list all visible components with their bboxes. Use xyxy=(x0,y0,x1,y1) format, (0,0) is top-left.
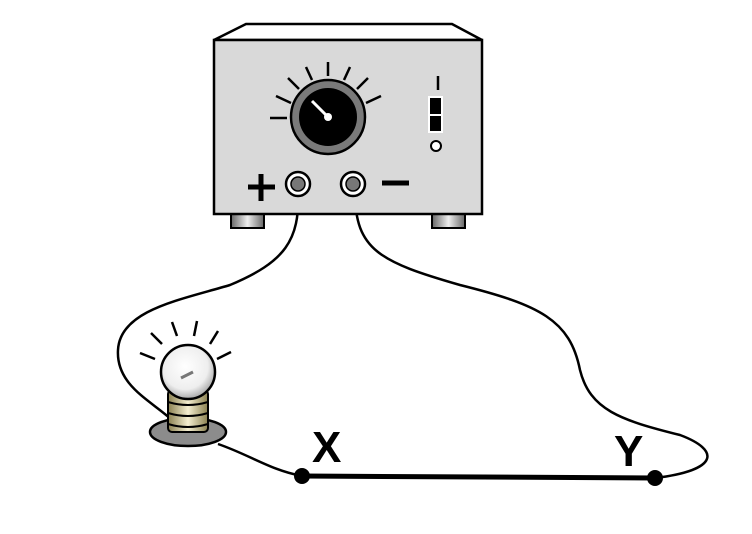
light-bulb xyxy=(139,320,232,448)
plus-sign xyxy=(248,174,275,201)
positive-terminal-core xyxy=(290,176,306,192)
negative-terminal-core xyxy=(345,176,361,192)
glow-rays-icon xyxy=(139,320,232,361)
switch-off-mark xyxy=(430,140,442,152)
point-x-label: X xyxy=(312,423,341,472)
point-x-dot[interactable] xyxy=(294,468,310,484)
knob-center xyxy=(324,113,332,121)
point-y-dot[interactable] xyxy=(647,470,663,486)
wire-positive xyxy=(116,191,300,421)
wire-negative xyxy=(353,191,709,480)
knob-pointer xyxy=(310,99,328,117)
filament xyxy=(180,370,194,380)
switch-upper xyxy=(430,98,441,114)
point-y-label: Y xyxy=(614,427,643,476)
switch-lower xyxy=(430,116,441,131)
dial-ticks xyxy=(270,62,382,120)
wire-bulb-to-x xyxy=(217,442,303,478)
conductor-xy xyxy=(301,473,656,481)
case-top xyxy=(213,22,483,42)
power-supply xyxy=(212,22,484,229)
bulb-globe xyxy=(159,343,217,401)
